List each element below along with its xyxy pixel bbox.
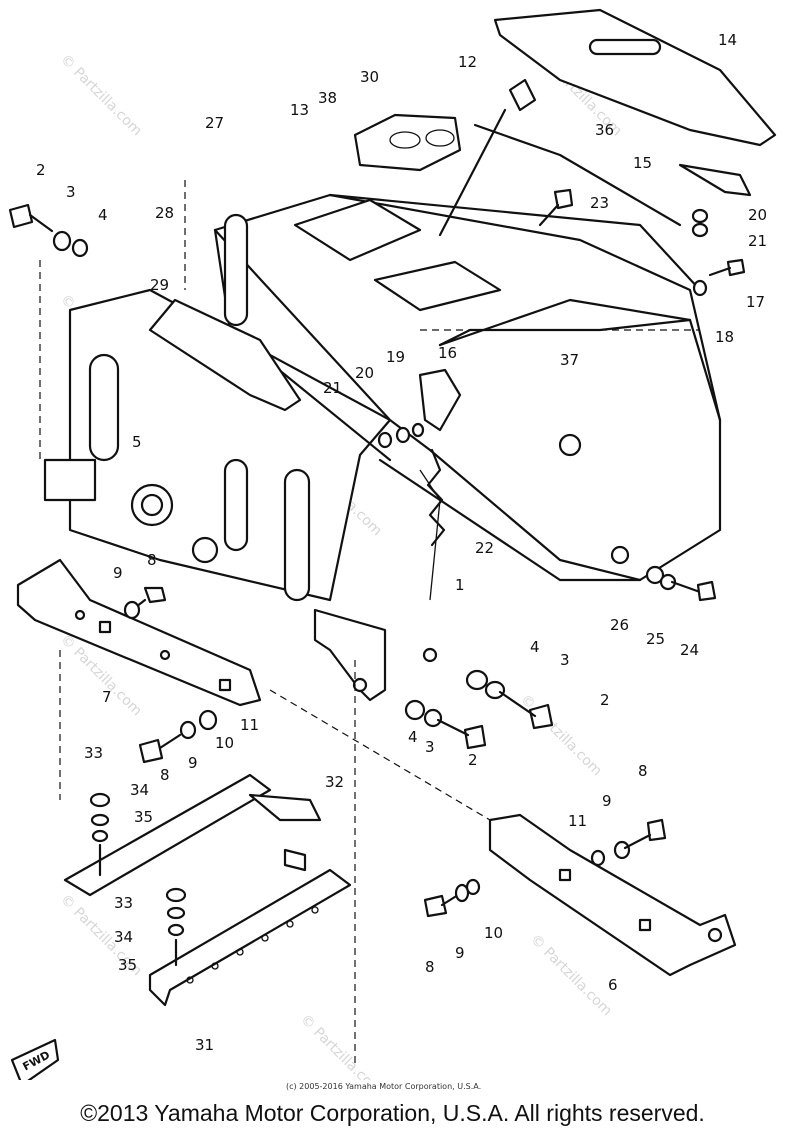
callout-32: 32: [325, 773, 344, 791]
callout-14: 14: [718, 31, 737, 49]
assembly-lines: [39, 180, 700, 1065]
exploded-view-drawing: © Partzilla.com © Partzilla.com © Partzill…: [8, 8, 777, 1080]
callout-33: 33: [114, 894, 133, 912]
callout-27: 27: [205, 114, 224, 132]
callout-4: 4: [530, 638, 540, 656]
brackets-31-32: [63, 773, 352, 1007]
callout-11: 11: [240, 716, 259, 734]
callout-24: 24: [680, 641, 699, 659]
seat-tank-body: [43, 193, 722, 702]
callout-29: 29: [150, 276, 169, 294]
callout-7: 7: [102, 688, 112, 706]
callout-31: 31: [195, 1036, 214, 1054]
callout-9: 9: [602, 792, 612, 810]
callout-20: 20: [748, 206, 767, 224]
callout-8: 8: [147, 551, 157, 569]
callout-1: 1: [455, 576, 465, 594]
callout-4: 4: [408, 728, 418, 746]
callout-17: 17: [746, 293, 765, 311]
callout-4: 4: [98, 206, 108, 224]
callout-16: 16: [438, 344, 457, 362]
callout-36: 36: [595, 121, 614, 139]
callout-8: 8: [425, 958, 435, 976]
callout-21: 21: [323, 379, 342, 397]
callout-12: 12: [458, 53, 477, 71]
callout-34: 34: [130, 781, 149, 799]
watermark: © Partzilla.com: [57, 52, 145, 140]
callout-3: 3: [425, 738, 435, 756]
callout-8: 8: [638, 762, 648, 780]
callout-25: 25: [646, 630, 665, 648]
callout-20: 20: [355, 364, 374, 382]
bracket-7: [16, 558, 262, 707]
copyright-notice: ©2013 Yamaha Motor Corporation, U.S.A. A…: [80, 1100, 705, 1126]
watermark: © Partzilla.com: [527, 932, 615, 1020]
callout-38: 38: [318, 89, 337, 107]
callout-15: 15: [633, 154, 652, 172]
callout-22: 22: [475, 539, 494, 557]
callout-35: 35: [118, 956, 137, 974]
callout-2: 2: [468, 751, 478, 769]
callout-34: 34: [114, 928, 133, 946]
callout-3: 3: [66, 183, 76, 201]
callout-23: 23: [590, 194, 609, 212]
bracket-6: [488, 813, 737, 977]
callout-37: 37: [560, 351, 579, 369]
callout-9: 9: [188, 754, 198, 772]
watermark: © Partzilla.com: [297, 1012, 385, 1080]
callout-2: 2: [600, 691, 610, 709]
watermark: © Partzilla.com: [517, 692, 605, 780]
callout-35: 35: [134, 808, 153, 826]
small-copyright: (c) 2005-2016 Yamaha Motor Corporation, …: [286, 1082, 482, 1091]
fwd-arrow: FWD: [10, 1038, 60, 1080]
callout-11: 11: [568, 812, 587, 830]
callout-19: 19: [386, 348, 405, 366]
fasteners: [8, 188, 746, 967]
callout-3: 3: [560, 651, 570, 669]
callout-2: 2: [36, 161, 46, 179]
bolt-holes-31: [186, 906, 319, 984]
callout-21: 21: [748, 232, 767, 250]
cushions-and-lid: [293, 8, 777, 547]
callout-10: 10: [215, 734, 234, 752]
callout-33: 33: [84, 744, 103, 762]
callout-28: 28: [155, 204, 174, 222]
callout-18: 18: [715, 328, 734, 346]
callout-8: 8: [160, 766, 170, 784]
callout-30: 30: [360, 68, 379, 86]
callout-10: 10: [484, 924, 503, 942]
callout-13: 13: [290, 101, 309, 119]
callout-5: 5: [132, 433, 142, 451]
callout-26: 26: [610, 616, 629, 634]
callout-9: 9: [455, 944, 465, 962]
callout-9: 9: [113, 564, 123, 582]
callout-6: 6: [608, 976, 618, 994]
